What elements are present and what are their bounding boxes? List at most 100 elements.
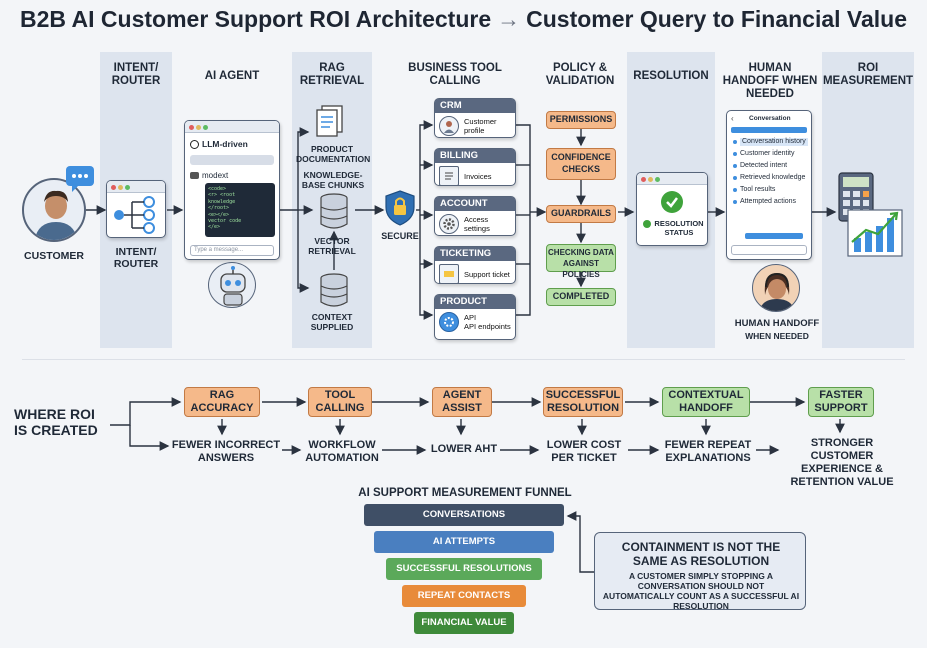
colhead-roi: ROI Measurement [822, 62, 914, 87]
handoff-item: Attempted actions [733, 198, 809, 206]
handoff-item: Customer identity [733, 150, 809, 158]
roi-icons [838, 172, 904, 258]
handoff-item-text: Customer identity [740, 150, 795, 157]
router-tree-icon [114, 196, 155, 234]
tool-body: Invoices [435, 163, 515, 189]
window-titlebar [107, 181, 165, 193]
tool-head: Product [435, 295, 515, 309]
handoff-item: Detected intent [733, 162, 809, 170]
policy-guardrails: Guardrails [546, 205, 616, 223]
customer-avatar [22, 178, 86, 242]
funnel-stage-conversations: Conversations [364, 504, 564, 526]
ai-agent-window: LLM-driven modext <code> <r> <root knowl… [184, 120, 280, 260]
llm-label: LLM-driven [202, 139, 248, 149]
handoff-header: Conversation [749, 115, 791, 122]
chat-line [745, 233, 803, 239]
customer-person-icon [34, 190, 78, 240]
tool-head: Billing [435, 149, 515, 163]
roi-outcome-experience: Stronger Customer Experience & Retention… [790, 437, 894, 488]
code-line: vector code [208, 218, 242, 225]
back-chevron-icon[interactable]: ‹ [731, 114, 734, 123]
roi-driver-agent: Agent Assist [432, 387, 492, 417]
roi-outcome-repeat: Fewer Repeat Explanations [664, 439, 752, 464]
tool-body-text: Access settings [464, 215, 490, 233]
customer-label: Customer [24, 250, 84, 262]
funnel-stage-resolutions: Successful Resolutions [386, 558, 542, 580]
window-titlebar [637, 173, 707, 185]
model-row: modext [190, 171, 228, 180]
tool-body: Access settings [435, 211, 515, 237]
handoff-item-text: Detected intent [740, 162, 788, 169]
context-db-icon [318, 272, 350, 310]
title-main: B2B AI Customer Support ROI Architecture [19, 6, 492, 32]
roi-driver-tool: Tool Calling [308, 387, 372, 417]
roi-outcome-answers: Fewer Incorrect Answers [171, 439, 281, 464]
tool-account[interactable]: Account Access settings [434, 196, 516, 236]
secure-shield-icon [384, 190, 416, 226]
handoff-item-text: Retrieved knowledge [740, 174, 806, 181]
robot-icon [220, 266, 246, 306]
person-icon [439, 116, 459, 136]
callout-box: Containment is not the same as resolutio… [594, 532, 806, 611]
code-line: <r> <root [208, 192, 236, 199]
handoff-item-text: Attempted actions [740, 198, 797, 205]
handoff-label: Human Handoff [734, 318, 820, 329]
tool-billing[interactable]: Billing Invoices [434, 148, 516, 186]
tool-body-text: Customer profile [464, 117, 497, 135]
colhead-rag: RAG Retrieval [299, 62, 365, 87]
api-gear-icon [439, 312, 459, 332]
tool-head: CRM [435, 99, 515, 113]
roi-driver-resolution: Successful Resolution [543, 387, 623, 417]
code-line: <code> [208, 186, 227, 192]
handoff-item: Retrieved knowledge [733, 174, 809, 182]
handoff-sublabel: When Needed [745, 331, 809, 341]
tool-body: Support ticket [435, 261, 515, 287]
tool-crm[interactable]: CRM Customer profile [434, 98, 516, 138]
tool-body: Customer profile [435, 113, 515, 139]
code-line: <e></e> [208, 211, 230, 218]
openai-icon [190, 140, 199, 150]
resolution-status-label: Resolution Status [654, 219, 704, 237]
tool-body-text: Support ticket [464, 269, 510, 279]
llm-row: LLM-driven [190, 139, 248, 150]
tool-ticketing[interactable]: Ticketing Support ticket [434, 246, 516, 284]
title-arrow: → [497, 6, 521, 32]
policy-permissions: Permissions [546, 111, 616, 129]
ticket-icon [439, 264, 459, 284]
roi-section-title: Where ROI Is Created [14, 406, 98, 438]
check-circle-icon [661, 191, 683, 213]
message-input[interactable]: Type a message... [190, 245, 274, 256]
tool-product[interactable]: Product API API endpoints [434, 294, 516, 340]
rag-context-label: Context Supplied [310, 312, 354, 332]
handoff-item-text: Conversation history [740, 138, 808, 146]
secure-label: Secure [381, 231, 419, 241]
tool-head: Account [435, 197, 515, 211]
code-line: </e> [208, 224, 221, 231]
rag-vector-label: Vector Retrieval [308, 236, 356, 256]
title-sub: Customer Query to Financial Value [526, 6, 908, 32]
policy-completed: Completed [546, 288, 616, 306]
callout-body: A customer simply stopping a conversatio… [602, 571, 800, 611]
code-block: <code> <r> <root knowledge </root> <e></… [205, 183, 275, 237]
chat-bubble-icon [66, 166, 94, 192]
message-input[interactable] [731, 245, 807, 255]
policy-checking: Checking Data Against Policies [546, 244, 616, 279]
rag-docs-label: Product Documentation [296, 144, 371, 164]
tool-head: Ticketing [435, 247, 515, 261]
documents-icon [312, 104, 348, 140]
funnel-stage-attempts: AI Attempts [374, 531, 554, 553]
intent-router-window [106, 180, 166, 238]
headset-agent-icon [759, 272, 795, 311]
colhead-policy: Policy & Validation [545, 62, 615, 87]
roi-driver-handoff: Contextual Handoff [662, 387, 750, 417]
colhead-intent: Intent/ Router [111, 62, 161, 87]
tool-body: API API endpoints [435, 309, 515, 335]
bot-icon [190, 172, 199, 180]
funnel-title: AI Support Measurement Funnel [358, 487, 572, 499]
roi-outcome-cost: Lower Cost Per Ticket [546, 439, 622, 464]
colhead-resolution: Resolution [633, 70, 709, 82]
callout-connector [566, 511, 594, 573]
intent-router-label: Intent/ Router [113, 246, 159, 270]
model-label: modext [202, 171, 229, 180]
handoff-item-text: Tool results [740, 186, 776, 193]
